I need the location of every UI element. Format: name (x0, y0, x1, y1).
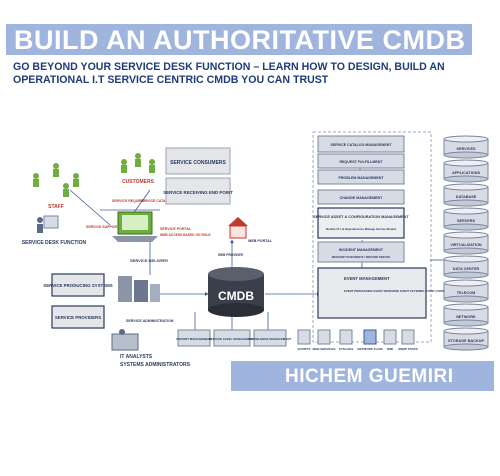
infra-item-2: DATABASE (443, 183, 489, 207)
event-sub: EVENT PROCESSING EVENT RESPONSE EVENT FI… (344, 289, 483, 293)
laptop-icon (112, 211, 158, 242)
knowledge-mgmt-box (253, 329, 287, 347)
it-analysts-label: IT ANALYSTS (120, 354, 153, 360)
author-name: HICHEM GUEMIRI (285, 366, 454, 387)
customers-icon (121, 153, 155, 173)
web-portal-label: WEB PORTAL (248, 239, 273, 243)
service-portal-label: SERVICE PORTAL (160, 227, 192, 231)
event-source-1: WEB SERVICES (313, 347, 336, 351)
staff-label: STAFF (48, 204, 64, 210)
staff-icon (33, 163, 79, 197)
infra-label-2: DATABASE (456, 195, 477, 199)
event-mgmt-label: EVENT MANAGEMENT (344, 276, 390, 281)
process-box-3 (317, 189, 405, 205)
cmdb-database-icon (208, 267, 264, 317)
service-providers-label: SERVICE PROVIDERS (55, 315, 101, 320)
process-box-5 (317, 241, 405, 263)
service-request-label: SERVICE REQUEST (112, 199, 146, 203)
infra-item-7: NETWORK (443, 303, 489, 327)
service-consumers-box (165, 147, 231, 175)
analyst-icon (111, 329, 139, 351)
service-desk-icon (37, 215, 59, 233)
web-provider-label: WEB PROVIDER (218, 253, 244, 257)
infra-label-4: VIRTUALIZATION (450, 243, 482, 247)
systems-admins-label: SYSTEMS ADMINISTRATORS (120, 362, 191, 368)
infra-item-3: SERVERS (443, 207, 489, 231)
infra-item-6: TELECOM (443, 279, 489, 303)
book-subtitle: GO BEYOND YOUR SERVICE DESK FUNCTION – L… (13, 61, 445, 86)
process-label-2: PROBLEM MANAGEMENT (338, 176, 384, 180)
process-label-1: REQUEST FULFILLMENT (339, 160, 383, 164)
event-source-icons (297, 329, 415, 345)
service-providers-box (51, 305, 105, 329)
infra-label-6: TELECOM (457, 291, 476, 295)
process-label-5: INCIDENT MANAGEMENT (339, 248, 384, 252)
web-portal-icon (228, 217, 248, 239)
process-box-2 (317, 169, 405, 185)
infra-item-0: SERVICES (443, 135, 489, 159)
service-receiving-label: SERVICE RECEIVING END POINT (163, 190, 233, 195)
service-portal-sub: WEB ACCESS BASED ON ROLE (160, 233, 211, 237)
server-rack-icon (118, 276, 160, 302)
service-level-box (213, 329, 251, 347)
title-bar (6, 24, 472, 55)
report-mgmt-label: REPORT MANAGEMENT (176, 337, 211, 341)
report-mgmt-box (177, 329, 211, 347)
service-consumers-label: SERVICE CONSUMERS (170, 160, 226, 166)
infra-label-0: SERVICES (456, 147, 476, 151)
infra-label-5: DATA CENTER (453, 267, 480, 271)
customers-label: CUSTOMERS (122, 179, 155, 185)
incident-sub: RESPOND TO INCIDENTS / RESTORE SERVICE (332, 255, 391, 259)
infra-label-8: STORAGE BACKUP (448, 339, 484, 343)
process-box-4 (317, 207, 405, 239)
infra-label-1: APPLICATIONS (452, 171, 480, 175)
service-level-label: SERVICE LEVEL MANAGEMENT (209, 337, 255, 341)
event-source-4: WMI (387, 347, 393, 351)
service-desk-label: SERVICE DESK FUNCTION (22, 240, 87, 246)
cmdb-label: CMDB (218, 289, 254, 303)
infra-item-5: DATA CENTER (443, 255, 489, 279)
process-label-0: SERVICE CATALOG MANAGEMENT (330, 143, 392, 147)
event-source-0: SCRIPTS (297, 347, 310, 351)
infrastructure-stack: SERVICES APPLICATIONS DATABASE SERVERS VIRTU… (443, 135, 489, 351)
infra-label-7: NETWORK (456, 315, 476, 319)
service-support-label: SERVICE SUPPORT (86, 225, 120, 229)
event-mgmt-box (317, 267, 427, 319)
service-catalog-label: SERVICE CATALOG (140, 199, 173, 203)
producing-systems-box (51, 273, 105, 297)
event-source-2: SYSLOGS (339, 347, 354, 351)
asset-config-sub: Identify CI's & Dependencies Manage Serv… (326, 227, 397, 231)
process-label-4: SERVICE ASSET & CONFIGURATION MANAGEMENT (313, 215, 409, 219)
event-source-5: SNMP TRAPS (398, 347, 418, 351)
process-box-1 (317, 153, 405, 169)
process-label-3: CHANGE MANAGEMENT (340, 196, 384, 200)
author-bar (231, 361, 494, 391)
infra-label-3: SERVERS (457, 219, 476, 223)
service-admin-label: SERVICE ADMINISTRATION (126, 319, 174, 323)
infra-item-1: APPLICATIONS (443, 159, 489, 183)
service-delivery-label: SERVICE DELIVERY (130, 258, 169, 263)
book-title: BUILD AN AUTHORITATIVE CMDB (14, 25, 466, 55)
infra-item-8: STORAGE BACKUP (443, 327, 489, 351)
process-box-0 (317, 135, 405, 153)
event-source-3: NETWORK FLOW (357, 347, 382, 351)
service-receiving-box (165, 177, 231, 205)
knowledge-mgmt-label: KNOWLEDGE MANAGEMENT (249, 337, 292, 341)
producing-systems-label: SERVICE PRODUCING SYSTEMS (43, 283, 113, 288)
infra-item-4: VIRTUALIZATION (443, 231, 489, 255)
